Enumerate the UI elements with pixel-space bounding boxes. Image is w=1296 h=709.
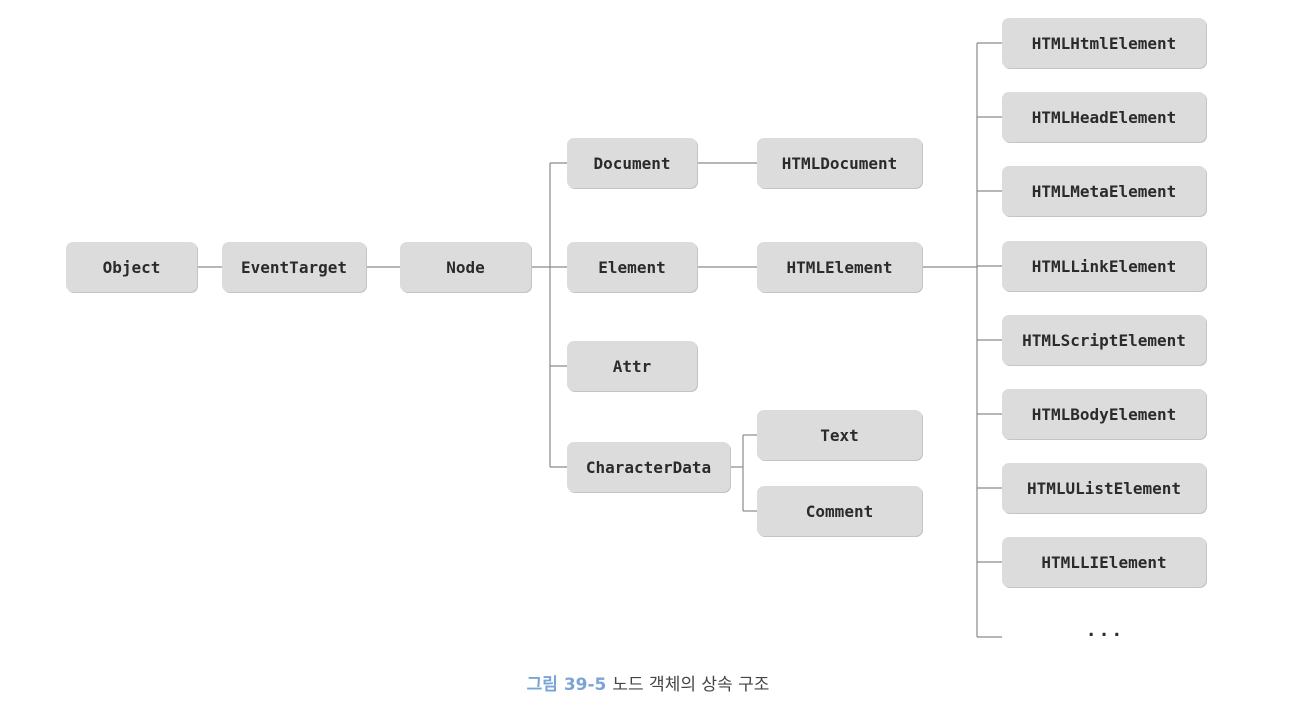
node-document: Document xyxy=(567,138,697,188)
node-html-meta-element: HTMLMetaElement xyxy=(1002,166,1206,216)
figure-title: 노드 객체의 상속 구조 xyxy=(612,675,770,695)
more-subclasses-ellipsis: ... xyxy=(1085,620,1125,641)
node-attr: Attr xyxy=(567,341,697,391)
node-html-body-element: HTMLBodyElement xyxy=(1002,389,1206,439)
node-element: Element xyxy=(567,242,697,292)
node-html-head-element: HTMLHeadElement xyxy=(1002,92,1206,142)
node-html-ulist-element: HTMLUListElement xyxy=(1002,463,1206,513)
node-comment: Comment xyxy=(757,486,922,536)
figure-number: 그림 39-5 xyxy=(526,675,607,695)
node-html-link-element: HTMLLinkElement xyxy=(1002,241,1206,291)
node-text: Text xyxy=(757,410,922,460)
node-event-target: EventTarget xyxy=(222,242,366,292)
node-html-li-element: HTMLLIElement xyxy=(1002,537,1206,587)
node-character-data: CharacterData xyxy=(567,442,730,492)
node-html-html-element: HTMLHtmlElement xyxy=(1002,18,1206,68)
node-html-script-element: HTMLScriptElement xyxy=(1002,315,1206,365)
node-html-document: HTMLDocument xyxy=(757,138,922,188)
node-object: Object xyxy=(66,242,197,292)
node-html-element: HTMLElement xyxy=(757,242,922,292)
node-node: Node xyxy=(400,242,531,292)
